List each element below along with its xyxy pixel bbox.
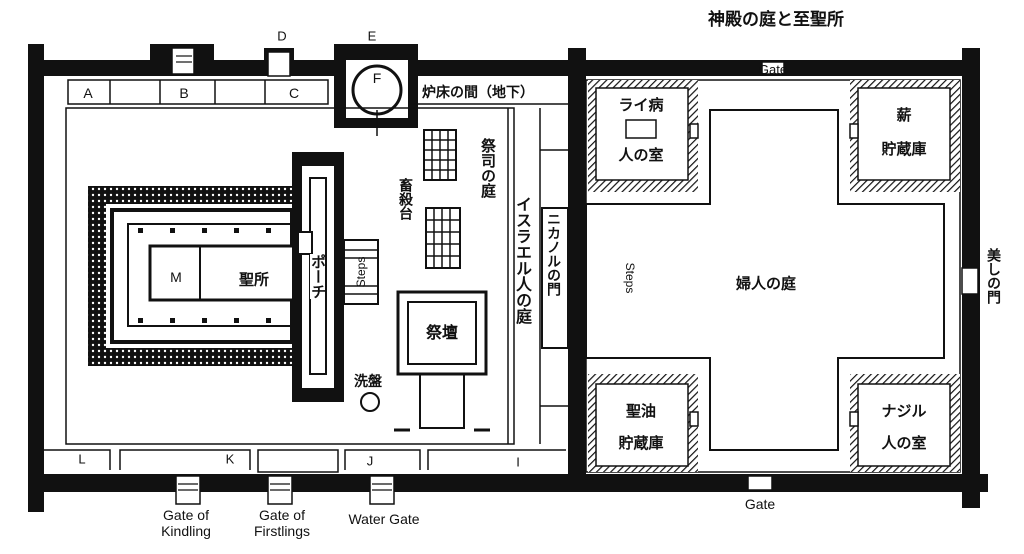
lepers-chamber-label-2: 人の室 [618,146,664,164]
gate-of-firstlings-label-1: Gate of [259,507,305,523]
label-f: F [372,70,382,86]
oil-store-label-1: 聖油 [625,402,657,420]
womens-court-label: 婦人の庭 [735,274,797,293]
israel-court-label: イスラエル人の庭 [513,196,532,324]
label-k: K [225,451,235,467]
label-c: C [288,85,300,101]
label-b: B [179,85,189,101]
page-title: 神殿の庭と至聖所 [708,10,844,30]
steps-upper-label: Steps [354,256,368,288]
priests-court-label: 祭司の庭 [479,138,497,198]
porch-label: ポーチ [309,254,327,299]
altar-slaughter-label: 畜殺台 [397,178,413,220]
chamber-of-hearth-label: 炉床の間（地下） [422,85,534,101]
beautiful-gate-label: 美しの門 [985,248,1001,304]
top-gate-label: Gate [758,62,788,77]
label-d: D [277,28,287,44]
lepers-chamber-label-1: ライ病 [618,96,664,114]
nazirite-chamber-label-2: 人の室 [881,434,927,452]
bottom-gate-label: Gate [744,496,776,512]
steps-lower-label: Steps [623,262,637,294]
label-j: J [366,453,374,469]
label-l: L [78,451,86,467]
gate-of-firstlings-label-2: Firstlings [253,523,311,539]
holy-place-label: 聖所 [238,270,270,289]
gate-of-kindling-label-1: Gate of [163,507,209,523]
label-a: A [83,85,93,101]
label-i: I [516,454,520,470]
label-e: E [367,28,377,44]
wood-store-label-2: 貯蔵庫 [881,140,927,158]
wood-store-label-1: 薪 [896,106,912,124]
laver-label: 洗盤 [354,374,382,390]
nicanor-gate-label: ニカノルの門 [545,212,561,296]
nazirite-chamber-label-1: ナジル [881,402,927,420]
oil-store-label-2: 貯蔵庫 [618,434,664,452]
altar-label: 祭壇 [425,323,459,342]
water-gate-label: Water Gate [348,511,420,527]
label-m: M [170,269,182,285]
corner-chamber-walls [588,80,960,472]
gate-of-kindling-label-2: Kindling [161,523,211,539]
